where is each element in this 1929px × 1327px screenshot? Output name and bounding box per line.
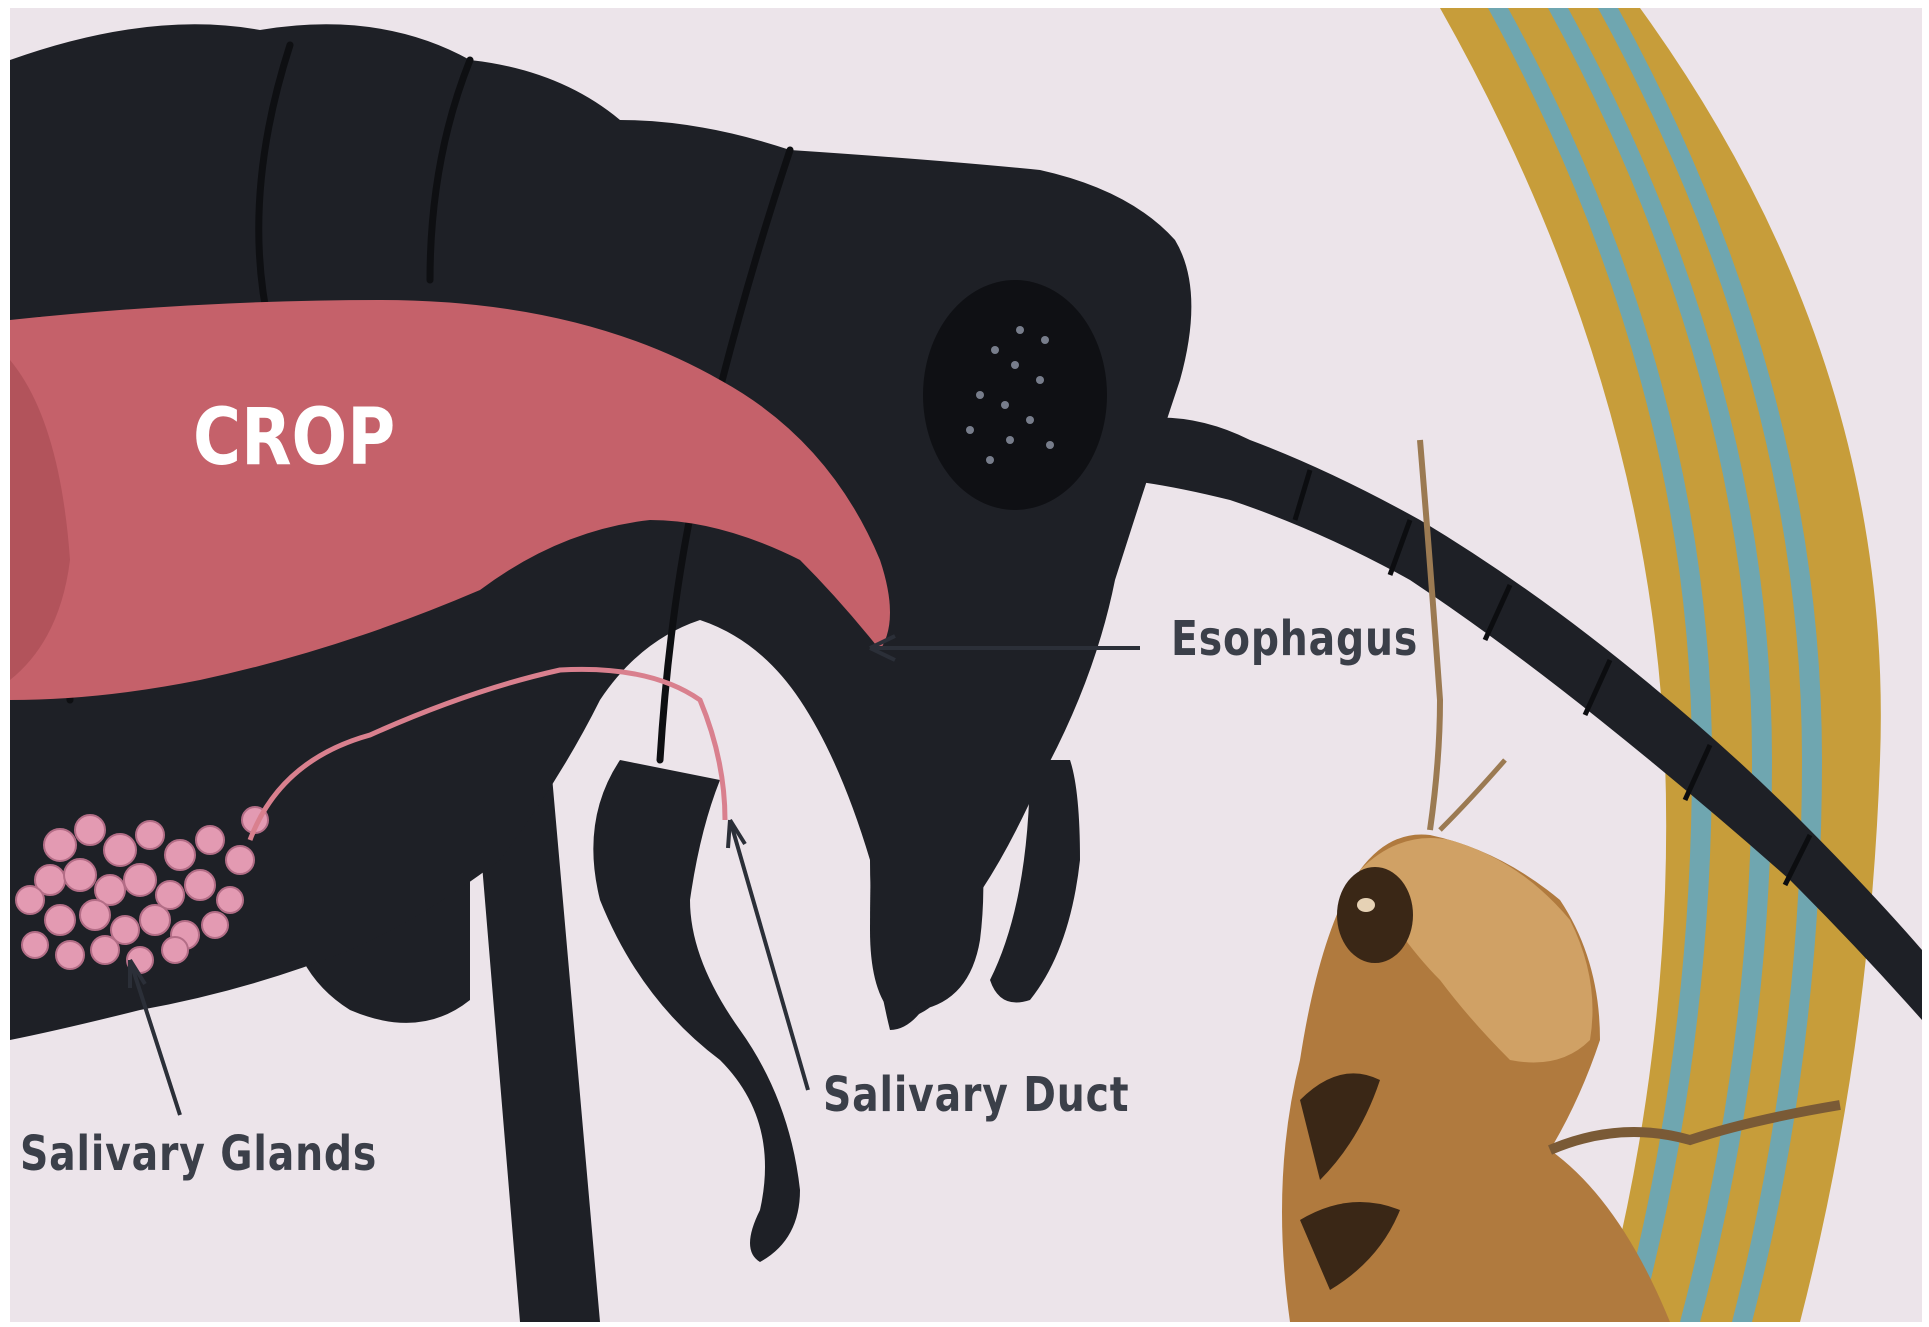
- salivary-duct-label: Salivary Duct: [823, 1067, 1129, 1123]
- salivary-glands-label: Salivary Glands: [20, 1126, 377, 1182]
- esophagus-label: Esophagus: [1171, 611, 1418, 667]
- crop-label: CROP: [193, 393, 395, 483]
- compound-eye: [923, 280, 1107, 510]
